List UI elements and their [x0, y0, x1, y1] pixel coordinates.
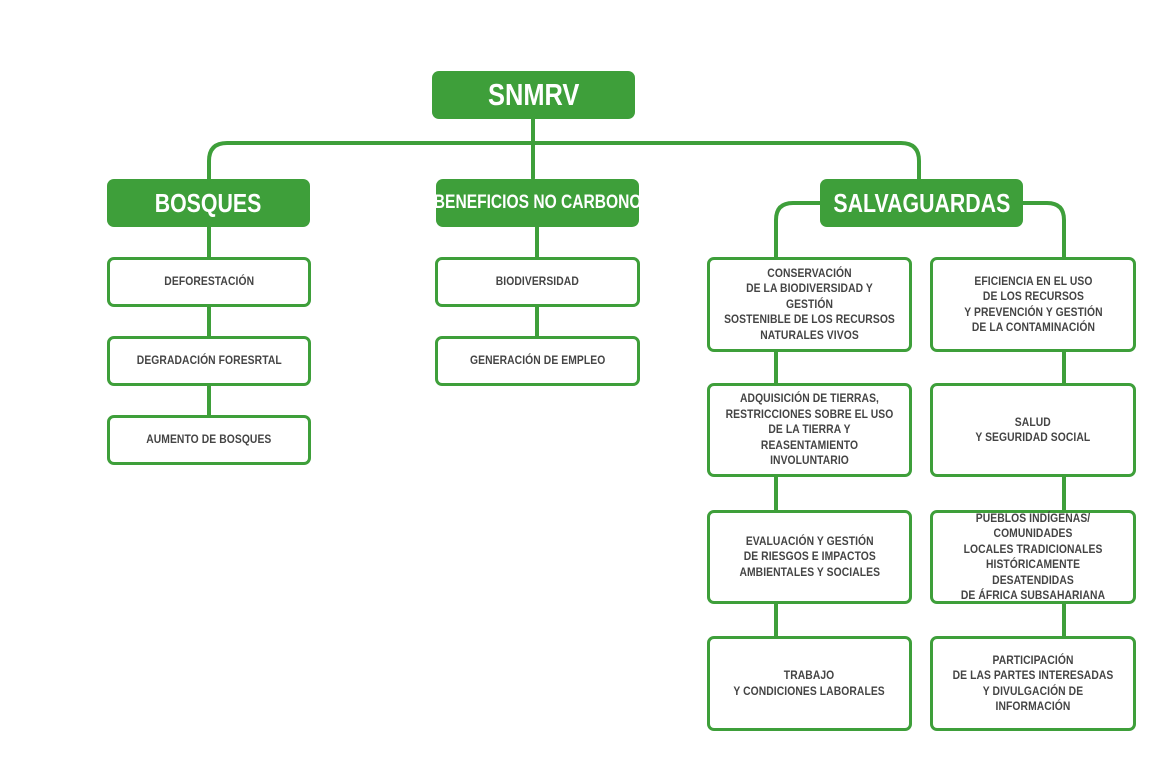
- branch-beneficios: BENEFICIOS NO CARBONO: [433, 179, 642, 227]
- salvaguardas-item-label: PARTICIPACIÓN DE LAS PARTES INTERESADAS …: [952, 652, 1114, 714]
- salvaguardas-item-label: ADQUISICIÓN DE TIERRAS, RESTRICCIONES SO…: [725, 391, 894, 468]
- beneficios-item-label: GENERACIÓN DE EMPLEO: [469, 353, 606, 368]
- bosques-item-label: AUMENTO DE BOSQUES: [146, 432, 272, 447]
- salvaguardas-item: EFICIENCIA EN EL USO DE LOS RECURSOS Y P…: [930, 257, 1136, 352]
- salvaguardas-item: SALUD Y SEGURIDAD SOCIAL: [930, 383, 1136, 477]
- salvaguardas-item: ADQUISICIÓN DE TIERRAS, RESTRICCIONES SO…: [707, 383, 912, 477]
- salvaguardas-item-label: PUEBLOS INDÍGENAS/ COMUNIDADES LOCALES T…: [960, 510, 1106, 603]
- branch-bosques: BOSQUES: [107, 179, 310, 227]
- salvaguardas-item-label: EVALUACIÓN Y GESTIÓN DE RIESGOS E IMPACT…: [739, 533, 880, 579]
- salvaguardas-item-label: CONSERVACIÓN DE LA BIODIVERSIDAD Y GESTI…: [724, 265, 895, 342]
- root-label: SNMRV: [487, 77, 580, 112]
- salvaguardas-item-label: SALUD Y SEGURIDAD SOCIAL: [975, 414, 1091, 445]
- beneficios-item: BIODIVERSIDAD: [435, 257, 640, 307]
- bosques-item: AUMENTO DE BOSQUES: [107, 415, 311, 465]
- bosques-item-label: DEGRADACIÓN FORESRTAL: [136, 353, 282, 368]
- branch-salvaguardas: SALVAGUARDAS: [820, 179, 1023, 227]
- branch-salvaguardas-label: SALVAGUARDAS: [833, 187, 1010, 218]
- salvaguardas-item-label: EFICIENCIA EN EL USO DE LOS RECURSOS Y P…: [963, 273, 1103, 335]
- connector-salvaguardas-split: [774, 201, 1066, 260]
- branch-bosques-label: BOSQUES: [155, 187, 262, 218]
- bosques-item: DEFORESTACIÓN: [107, 257, 311, 307]
- bosques-item: DEGRADACIÓN FORESRTAL: [107, 336, 311, 386]
- beneficios-item: GENERACIÓN DE EMPLEO: [435, 336, 640, 386]
- bosques-item-label: DEFORESTACIÓN: [164, 274, 254, 289]
- salvaguardas-item: PARTICIPACIÓN DE LAS PARTES INTERESADAS …: [930, 636, 1136, 731]
- branch-beneficios-label: BENEFICIOS NO CARBONO: [433, 192, 642, 213]
- salvaguardas-item: EVALUACIÓN Y GESTIÓN DE RIESGOS E IMPACT…: [707, 510, 912, 604]
- salvaguardas-item: PUEBLOS INDÍGENAS/ COMUNIDADES LOCALES T…: [930, 510, 1136, 604]
- beneficios-item-label: BIODIVERSIDAD: [495, 274, 580, 289]
- connector-root-rail: [207, 141, 921, 182]
- salvaguardas-item: CONSERVACIÓN DE LA BIODIVERSIDAD Y GESTI…: [707, 257, 912, 352]
- salvaguardas-item-label: TRABAJO Y CONDICIONES LABORALES: [733, 668, 886, 698]
- root-node: SNMRV: [432, 71, 635, 119]
- salvaguardas-item: TRABAJO Y CONDICIONES LABORALES: [707, 636, 912, 731]
